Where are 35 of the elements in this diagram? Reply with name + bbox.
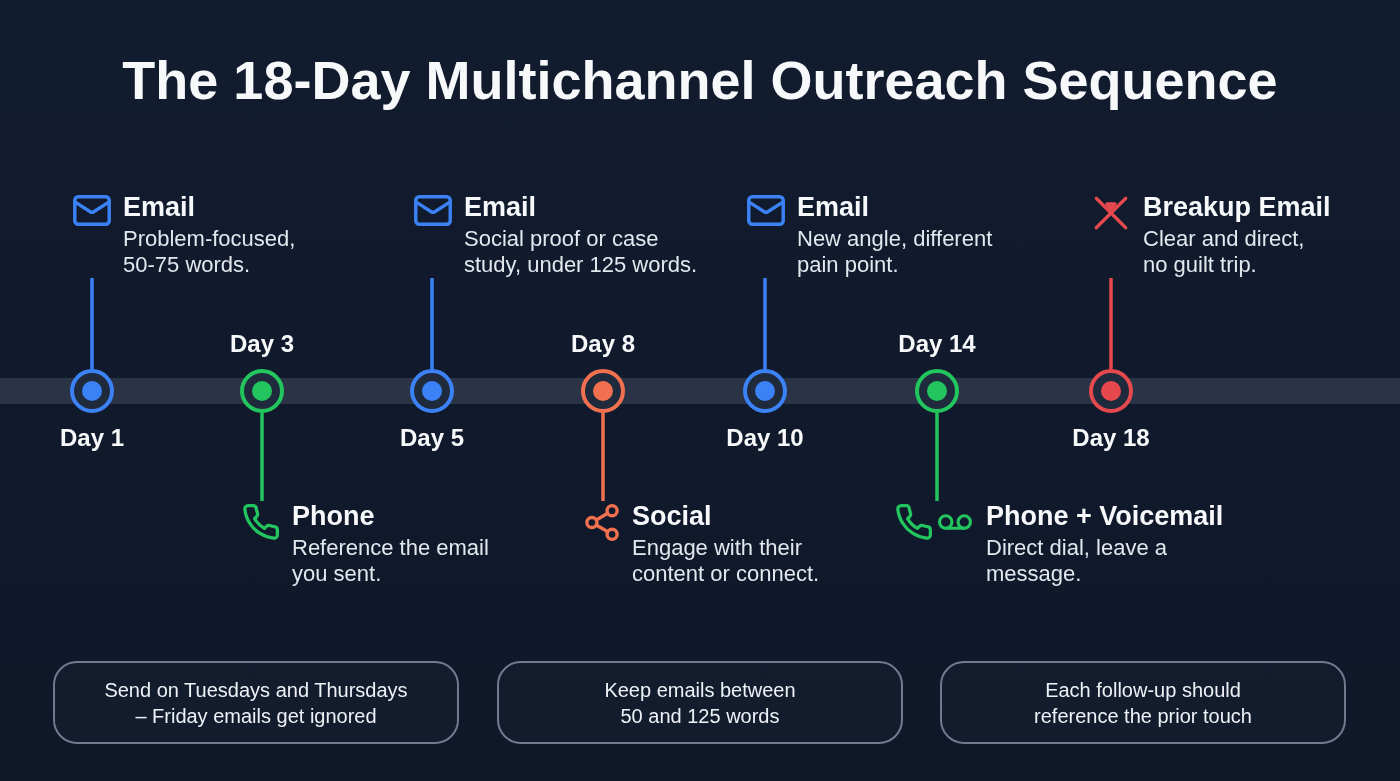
tip-text: Send on Tuesdays and Thursdays – Friday emails get ignored: [103, 677, 409, 729]
channel-title: Email: [797, 192, 870, 222]
step-description: New angle, different pain point.: [797, 226, 994, 278]
channel-title: Email: [464, 192, 537, 222]
channel-title: Breakup Email: [1143, 192, 1331, 222]
channel-title: Social: [632, 501, 712, 531]
tip-text: Keep emails between 50 and 125 words: [603, 677, 797, 729]
connector-line: [90, 278, 94, 369]
connector-line: [601, 413, 605, 501]
day-label: Day 10: [726, 424, 804, 452]
tip-panel: [940, 661, 1346, 744]
step-description: Reference the email you sent.: [292, 535, 490, 587]
channel-title: Phone + Voicemail: [986, 501, 1224, 531]
connector-line: [935, 413, 939, 501]
step-description: Direct dial, leave a message.: [986, 535, 1168, 587]
day-label: Day 18: [1072, 424, 1150, 452]
channel-title: Email: [123, 192, 196, 222]
channel-title: Phone: [292, 501, 375, 531]
day-label: Day 5: [399, 424, 464, 452]
connector-line: [763, 278, 767, 369]
step-description: Problem-focused, 50-75 words.: [123, 226, 297, 278]
day-label: Day 8: [570, 330, 635, 358]
day-label: Day 1: [59, 424, 124, 452]
day-label: Day 3: [229, 330, 294, 358]
step-description: Clear and direct, no guilt trip.: [1143, 226, 1306, 278]
tip-text: Each follow-up should reference the prior touch: [1033, 677, 1253, 729]
step-description: Engage with their content or connect.: [632, 535, 821, 587]
tip-panel: [53, 661, 459, 744]
step-description: Social proof or case study, under 125 words.: [464, 226, 699, 278]
tip-panel: [497, 661, 903, 744]
connector-line: [260, 413, 264, 501]
diagram-title: The 18-Day Multichannel Outreach Sequence: [122, 49, 1278, 112]
connector-line: [430, 278, 434, 369]
connector-line: [1109, 278, 1113, 369]
day-label: Day 14: [898, 330, 976, 358]
